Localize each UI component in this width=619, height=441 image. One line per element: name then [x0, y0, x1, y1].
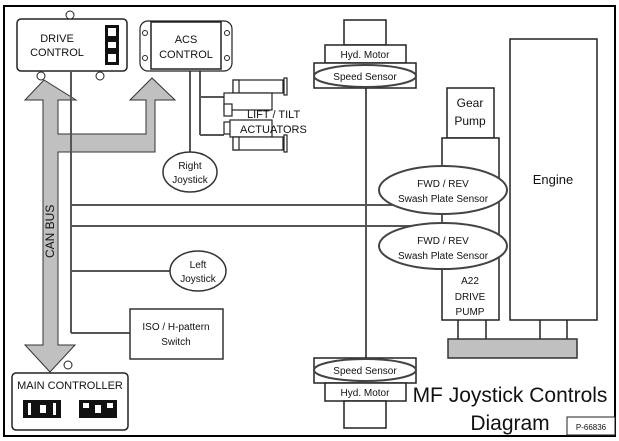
actuators-label-2: ACTUATORS — [240, 124, 307, 136]
right-joystick-label-2: Joystick — [172, 175, 209, 186]
gear-pump-label-1: Gear — [457, 96, 484, 110]
lift-tilt-actuators: LIFT / TILT ACTUATORS — [223, 77, 307, 153]
main-controller-label: MAIN CONTROLLER — [17, 380, 123, 392]
drive-pump-label-2: DRIVE — [455, 292, 486, 303]
engine: Engine — [509, 38, 598, 321]
can-bus-label: CAN BUS — [43, 205, 57, 258]
acs-control-module: ACS CONTROL — [139, 20, 233, 72]
actuators-label-1: LIFT / TILT — [247, 109, 300, 121]
left-joystick-label-1: Left — [190, 260, 207, 271]
drive-control-label-1: DRIVE — [40, 33, 74, 45]
figure-id: P-66836 — [576, 423, 607, 432]
left-joystick: Left Joystick — [169, 250, 227, 292]
acs-control-label-1: ACS — [175, 34, 198, 46]
diagram-title-line2: Diagram — [470, 412, 549, 435]
bottom-speed-sensor-label: Speed Sensor — [333, 366, 397, 377]
swash-upper-label-2: Swash Plate Sensor — [398, 194, 489, 205]
main-controller-module: MAIN CONTROLLER — [11, 360, 129, 431]
top-speed-sensor-label: Speed Sensor — [333, 72, 397, 83]
acs-control-label-2: CONTROL — [159, 49, 213, 61]
iso-h-pattern-switch: ISO / H-pattern Switch — [129, 308, 224, 360]
can-bus-arrow — [23, 77, 177, 373]
top-hyd-motor-label: Hyd. Motor — [341, 50, 391, 61]
top-hydraulic-motor: Hyd. Motor Speed Sensor — [313, 19, 417, 89]
bottom-hyd-motor-label: Hyd. Motor — [341, 388, 391, 399]
bottom-hydraulic-motor: Speed Sensor Hyd. Motor — [313, 357, 417, 429]
swash-plate-sensor-upper: FWD / REV Swash Plate Sensor — [378, 165, 508, 215]
gear-pump-label-2: Pump — [454, 114, 486, 128]
drive-control-label-2: CONTROL — [30, 47, 84, 59]
swash-plate-sensor-lower: FWD / REV Swash Plate Sensor — [378, 222, 508, 270]
drive-pump-label-3: PUMP — [456, 307, 485, 318]
right-joystick: Right Joystick — [162, 151, 218, 193]
drive-pump-label-1: A22 — [461, 276, 479, 287]
figure-id-box — [566, 416, 616, 436]
engine-label: Engine — [533, 172, 573, 187]
iso-switch-label-1: ISO / H-pattern — [142, 322, 209, 333]
drive-control-module: DRIVE CONTROL — [16, 10, 128, 81]
swash-upper-label-1: FWD / REV — [417, 179, 469, 190]
right-joystick-label-1: Right — [178, 161, 202, 172]
diagram-title-line1: MF Joystick Controls — [413, 384, 608, 407]
iso-switch-label-2: Switch — [161, 337, 190, 348]
swash-lower-label-1: FWD / REV — [417, 236, 469, 247]
swash-lower-label-2: Swash Plate Sensor — [398, 251, 489, 262]
signal-lines — [70, 70, 440, 360]
can-bus: CAN BUS — [23, 77, 177, 373]
left-joystick-label-2: Joystick — [180, 274, 217, 285]
base-plate — [447, 320, 578, 359]
